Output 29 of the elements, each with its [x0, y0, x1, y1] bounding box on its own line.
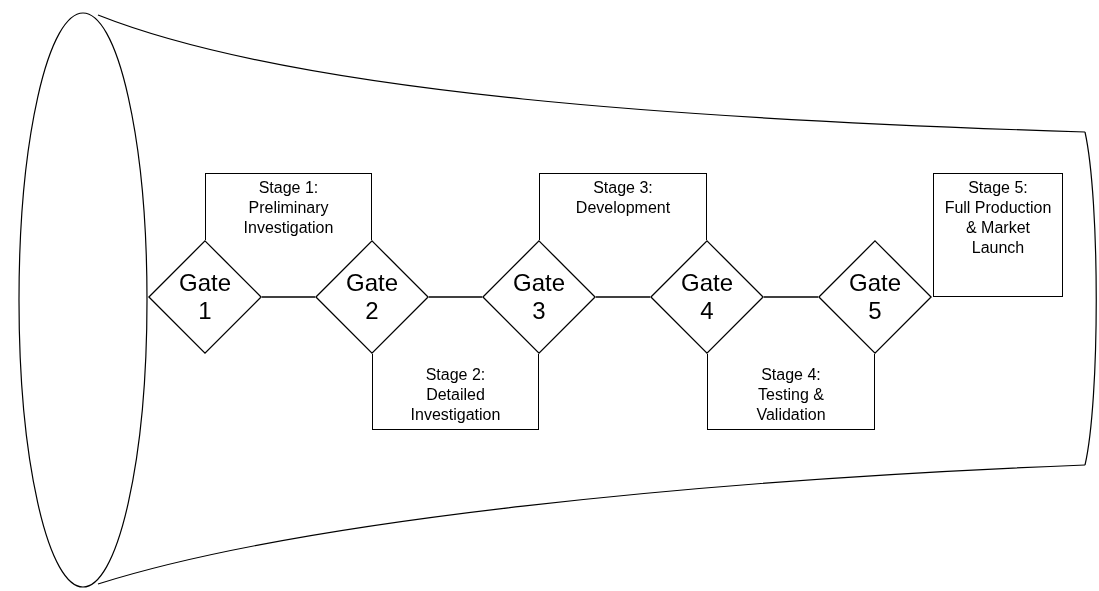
stage-box — [933, 173, 1063, 297]
connector-line — [595, 296, 651, 298]
stage-label: Detailed Investigation — [409, 385, 502, 425]
stage-label: Stage 5: — [968, 178, 1028, 198]
connector-line — [763, 296, 819, 298]
stage-box — [539, 173, 707, 240]
gate-diamond — [315, 240, 429, 354]
connector-line — [261, 296, 316, 298]
gate-label: Gate 3 — [512, 269, 566, 325]
gate-label: Gate 5 — [848, 269, 902, 325]
stage-label: Development — [575, 198, 671, 218]
gate-diamond — [818, 240, 932, 354]
stage-label: Stage 2: — [425, 365, 486, 385]
stage-label: Stage 3: — [593, 178, 653, 198]
stage-label: Testing & Validation — [755, 385, 827, 425]
stage-label: Preliminary Investigation — [242, 198, 335, 238]
gate-diamond — [148, 240, 262, 354]
gate-diamond — [482, 240, 596, 354]
gate-label: Gate 1 — [178, 269, 232, 325]
gate-label: Gate 4 — [680, 269, 734, 325]
stage-box — [205, 173, 372, 240]
stage-label: Full Production & Market Launch — [943, 198, 1053, 258]
stage-label: Stage 4: — [761, 365, 821, 385]
stage-label: Stage 1: — [258, 178, 319, 198]
connector-line — [428, 296, 483, 298]
stage-box — [707, 354, 875, 430]
stage-box — [372, 354, 539, 430]
gate-diamond — [650, 240, 764, 354]
gate-label: Gate 2 — [345, 269, 399, 325]
